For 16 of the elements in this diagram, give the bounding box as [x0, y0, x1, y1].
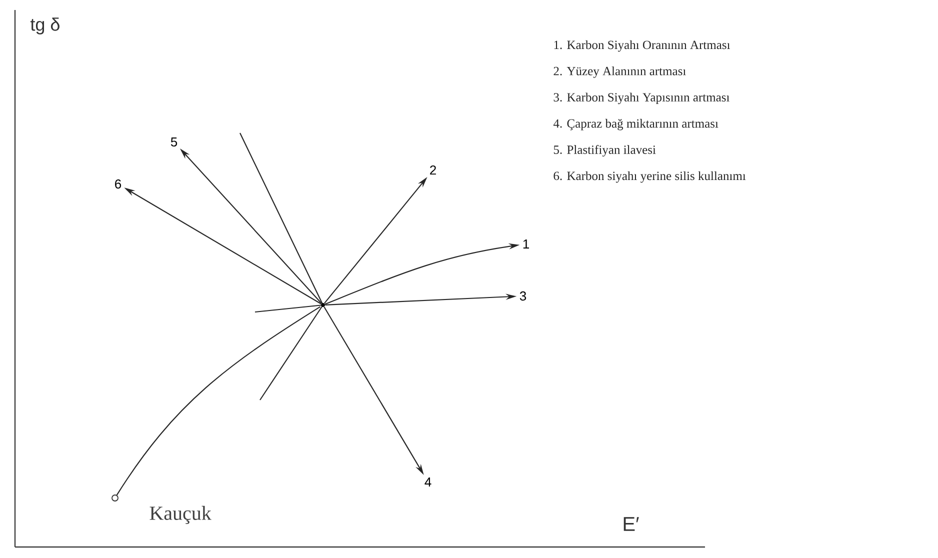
node-caption: Kauçuk: [150, 506, 212, 524]
axis-label: E′: [624, 517, 639, 531]
legend-item: 6. Karbon siyahı yerine silis kullanımı: [554, 171, 746, 183]
arrow-number: 2: [430, 165, 436, 175]
axis-label: tg δ: [30, 18, 60, 34]
arrow-number: 4: [424, 478, 432, 486]
intersection-point: [321, 303, 325, 307]
legend-item: 3. Karbon Siyahı Yapısının artması: [554, 92, 730, 104]
arrow-number: 3: [520, 291, 526, 301]
legend-item: 1. Karbon Siyahı Oranının Artması: [554, 40, 730, 52]
legend-item: 4. Çapraz bağ miktarının artması: [553, 118, 718, 130]
arrow-number: 6: [115, 179, 122, 189]
arrow-number: 1: [523, 240, 529, 248]
legend-item: 5. Plastifiyan ilavesi: [554, 145, 656, 157]
legend-item: 2. Yüzey Alanının artması: [554, 66, 686, 78]
arrow-number: 5: [170, 137, 178, 147]
